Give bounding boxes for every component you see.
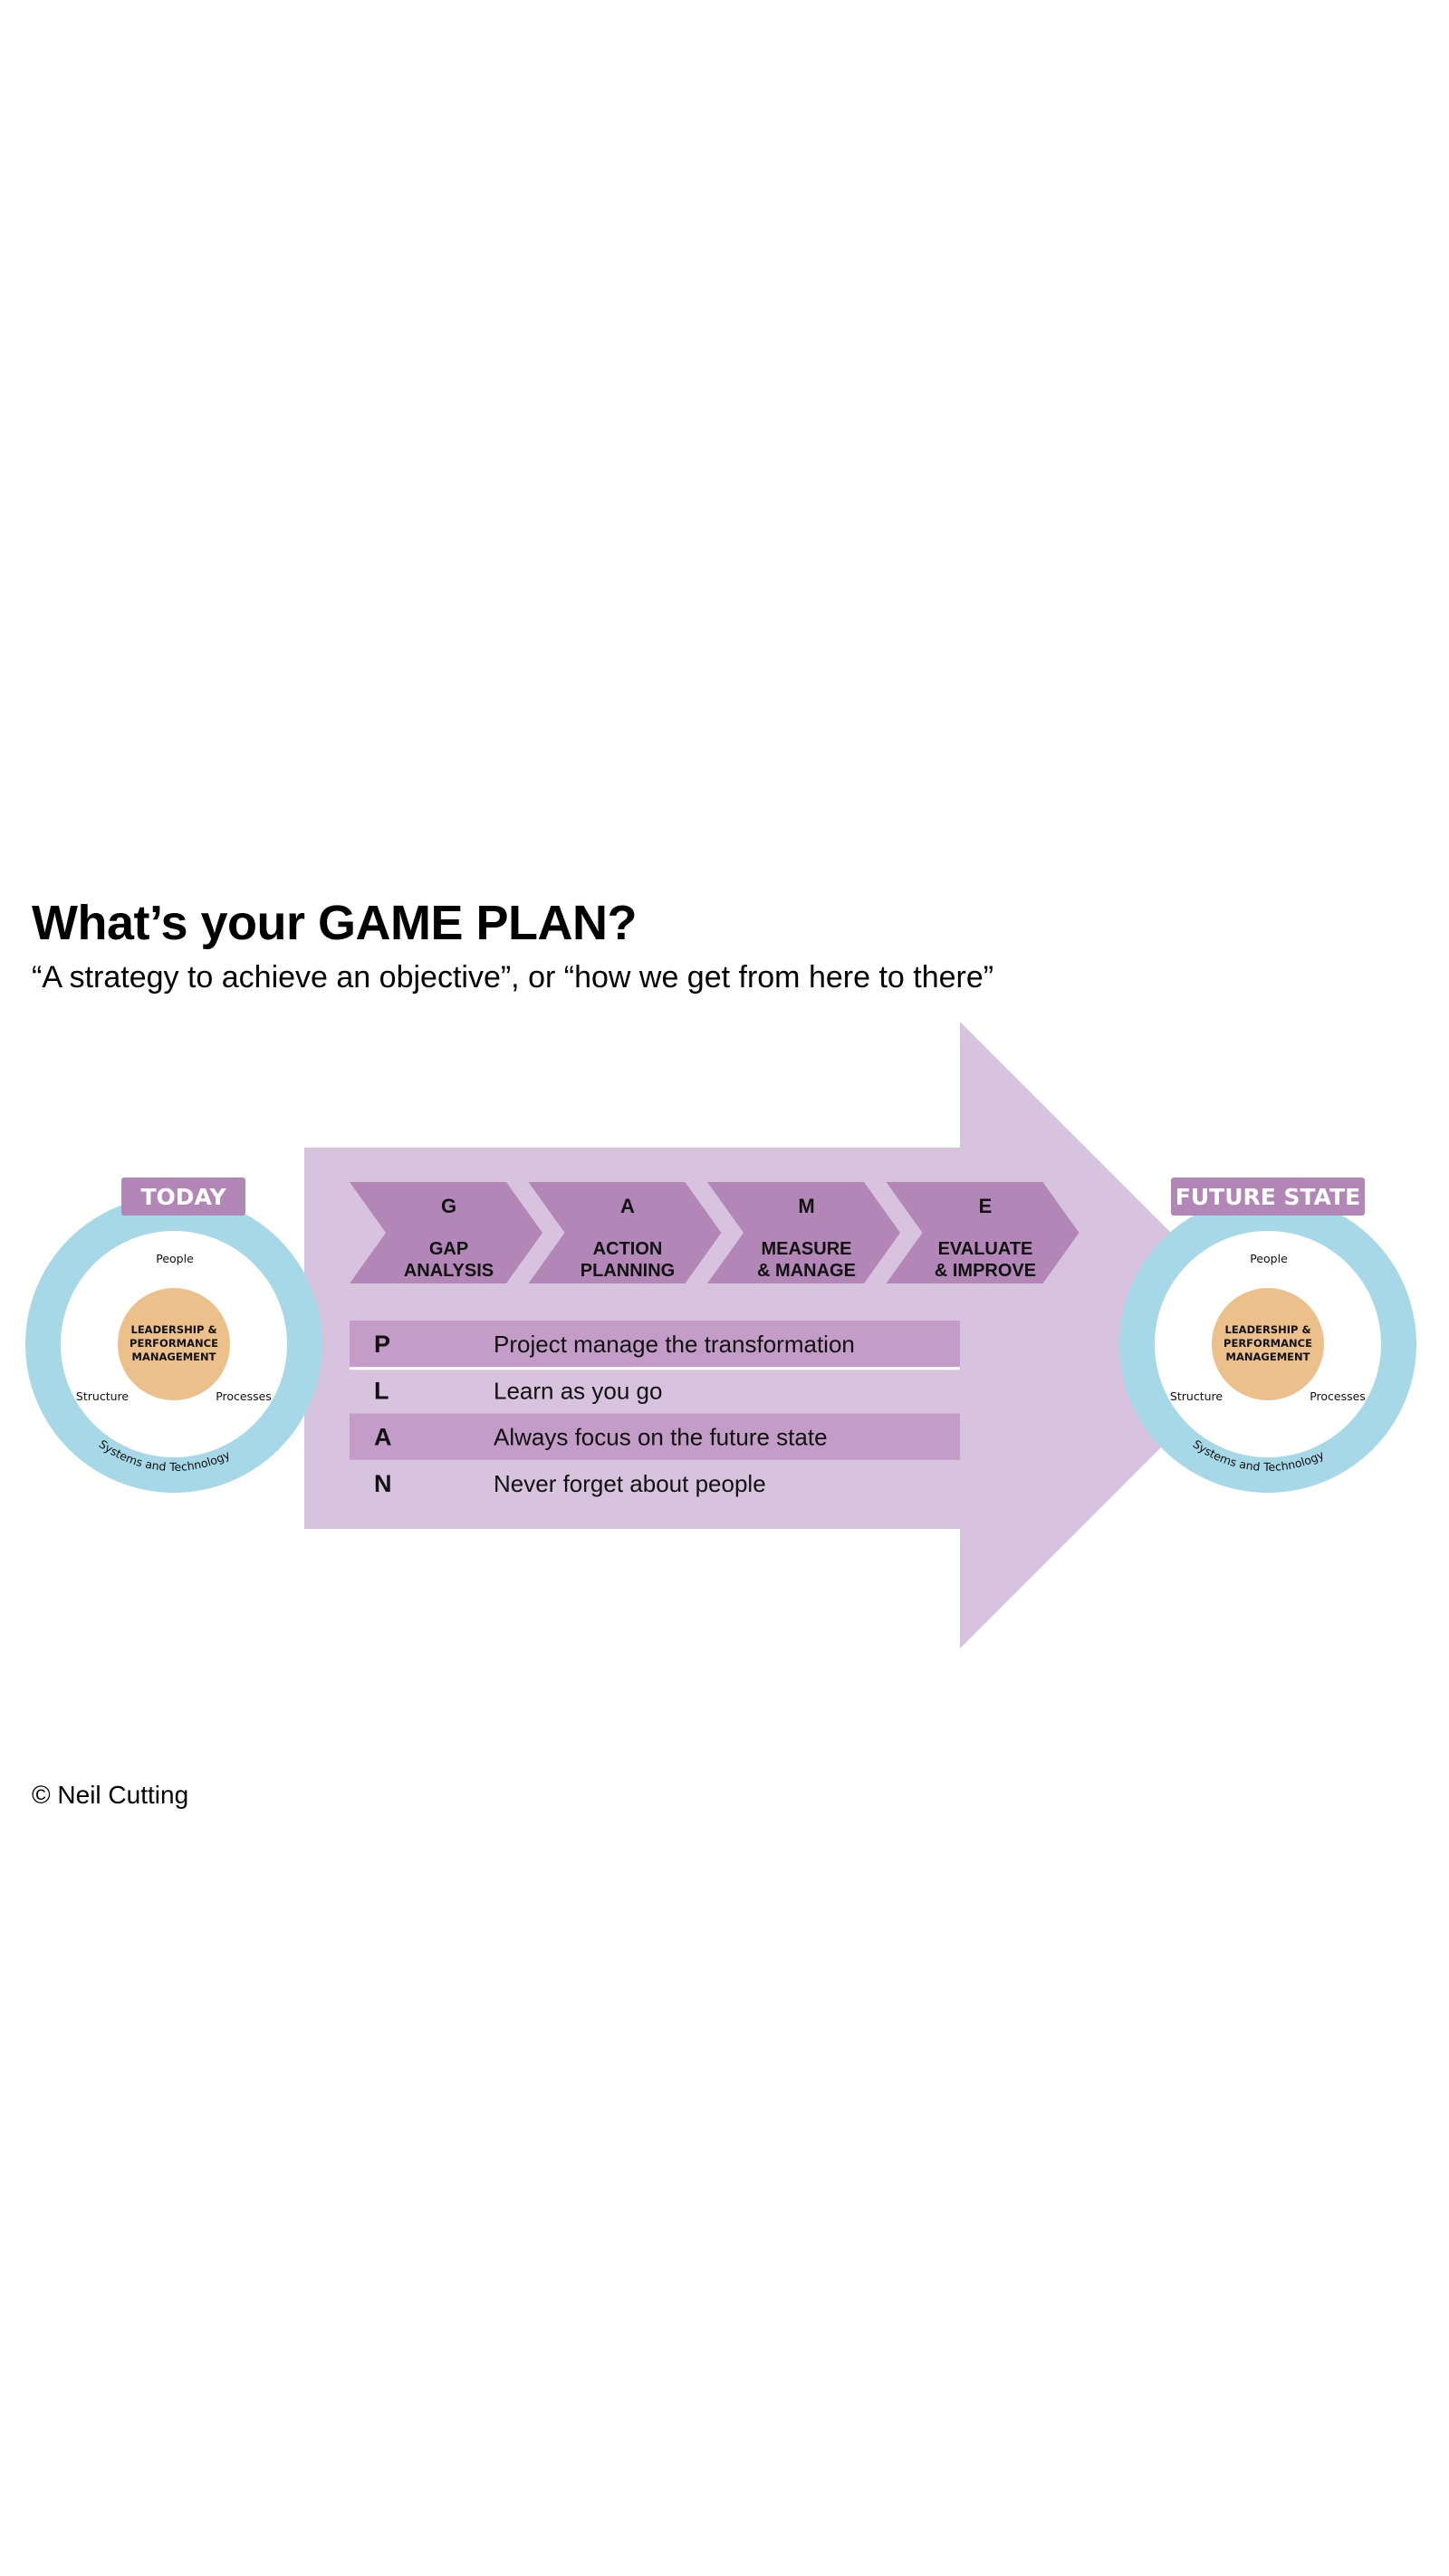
game-step-label: GAP [429,1239,468,1259]
page-title: What’s your GAME PLAN? [32,896,638,950]
plan-row-letter: P [374,1331,390,1358]
plan-row: L Learn as you go [374,1377,662,1404]
core-label-line: LEADERSHIP & [1225,1323,1311,1336]
plan-row: A Always focus on the future state [350,1413,960,1460]
plan-row-highlight [350,1413,960,1460]
core-label-line: MANAGEMENT [132,1350,216,1363]
game-chevron [886,1182,1080,1283]
badge-background [121,1177,245,1216]
core-label-line: PERFORMANCE [1223,1337,1312,1350]
game-chevron [528,1182,722,1283]
core-label-line: MANAGEMENT [1226,1350,1310,1363]
game-step-label: MEASURE [761,1239,851,1259]
game-chevron [707,1182,900,1283]
game-step: E EVALUATE& IMPROVE [886,1182,1080,1283]
today-badge: TODAY [121,1177,245,1216]
core-label-line: PERFORMANCE [130,1337,218,1350]
plan-row-text: Learn as you go [494,1377,662,1404]
game-step-label: ACTION [593,1239,663,1259]
copyright-notice: © Neil Cutting [32,1781,189,1809]
game-step-label: EVALUATE [938,1239,1033,1259]
plan-row-text: Never forget about people [494,1470,766,1497]
processes-label: Processes [216,1389,272,1403]
leadership-core [118,1288,230,1400]
game-step-label: & IMPROVE [935,1261,1036,1281]
plan-row-divider [350,1367,960,1370]
game-step-label: PLANNING [581,1261,675,1281]
plan-row-letter: A [374,1424,392,1451]
structure-label: Structure [76,1389,129,1403]
page-subtitle: “A strategy to achieve an objective”, or… [32,960,994,995]
plan-row-text: Project manage the transformation [494,1331,855,1358]
game-step-letter: E [979,1195,993,1217]
game-step-label: & MANAGE [757,1261,856,1281]
badge-label: TODAY [140,1184,226,1210]
game-step-label: ANALYSIS [404,1261,494,1281]
game-step-letter: M [798,1195,814,1217]
game-step-letter: A [620,1195,635,1217]
badge-label: FUTURE STATE [1176,1184,1360,1210]
plan-row: N Never forget about people [374,1470,766,1497]
game-chevron [350,1182,542,1283]
plan-row-letter: N [374,1470,392,1497]
plan-row-highlight [350,1321,960,1368]
future-badge: FUTURE STATE [1171,1177,1365,1216]
structure-label: Structure [1170,1389,1223,1403]
plan-row-letter: L [374,1377,389,1404]
core-label-line: LEADERSHIP & [131,1323,217,1336]
plan-row: P Project manage the transformation [350,1321,960,1370]
processes-label: Processes [1310,1389,1366,1403]
plan-row-text: Always focus on the future state [494,1424,828,1451]
badge-background [1171,1177,1365,1216]
leadership-core [1212,1288,1324,1400]
people-label: People [1250,1252,1288,1265]
game-step: M MEASURE& MANAGE [707,1182,900,1283]
game-step-letter: G [441,1195,456,1217]
people-label: People [156,1252,194,1265]
